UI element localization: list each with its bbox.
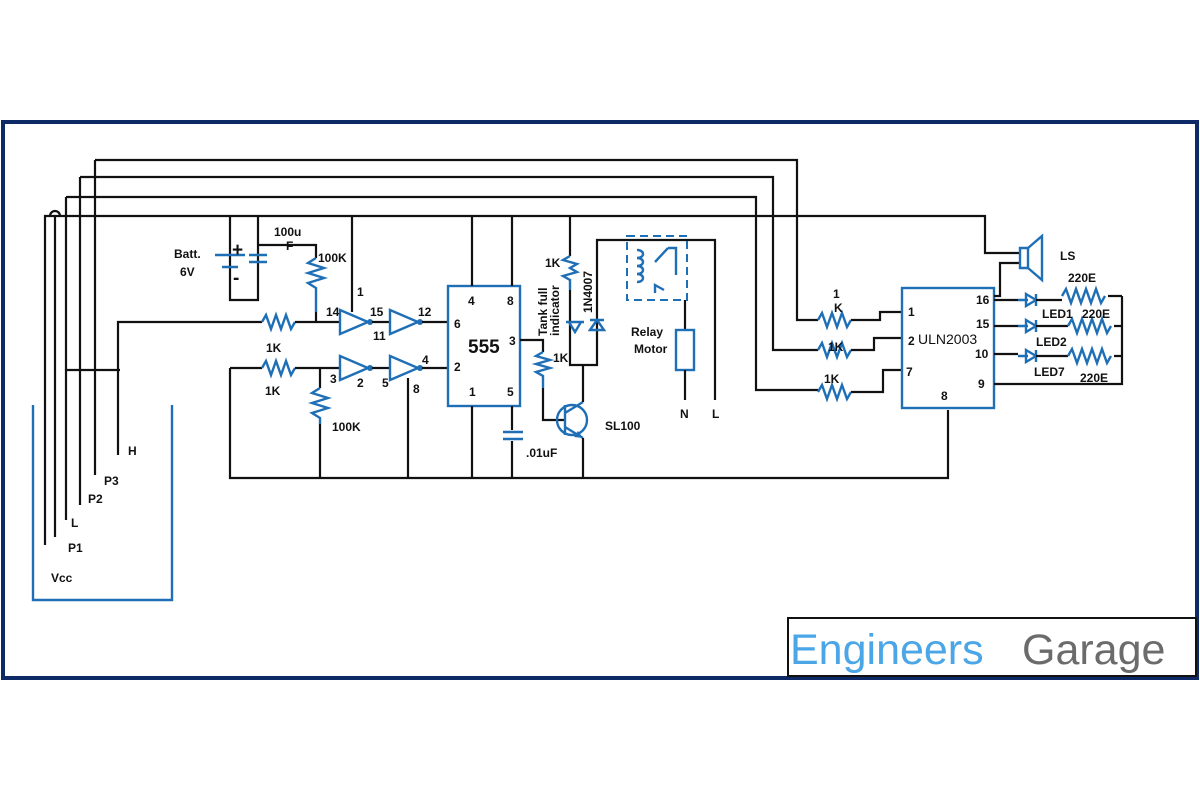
probe-h-label: H xyxy=(128,444,137,458)
motor-label: Motor xyxy=(634,342,668,356)
indicator-rbase-label: 1K xyxy=(553,351,569,365)
uln2003-chip xyxy=(900,286,996,410)
uln-pin15: 15 xyxy=(976,317,990,331)
indicator-text: Tank full indicator xyxy=(536,285,562,336)
led2-label: LED2 xyxy=(1036,335,1067,349)
probe-wires xyxy=(43,158,1020,545)
pin3-inv: 3 xyxy=(330,372,337,386)
pin1-inv: 1 xyxy=(357,285,364,299)
r-100k-top-label: 100K xyxy=(318,251,347,265)
battery-plus: + xyxy=(232,240,243,261)
probe-p3-label: P3 xyxy=(104,474,119,488)
mains-l-label: L xyxy=(712,407,719,421)
probe-p2-label: P2 xyxy=(88,492,103,506)
indicator-driver xyxy=(520,216,717,478)
res-220e-1: 220E xyxy=(1068,271,1096,285)
uln-r2-label: 1K xyxy=(828,340,844,354)
uln-outputs xyxy=(994,233,1124,386)
speaker-label: LS xyxy=(1060,249,1075,263)
pin15: 15 xyxy=(370,305,384,319)
battery-label-1: Batt. xyxy=(174,247,201,261)
pin11: 11 xyxy=(373,329,386,343)
battery xyxy=(215,216,267,302)
battery-label-2: 6V xyxy=(180,265,195,279)
led1-label: LED1 xyxy=(1042,307,1073,321)
logo-part-2: Garage xyxy=(1022,626,1165,674)
uln-r1-label-a: 1 xyxy=(833,287,840,301)
engineers-garage-logo: Engineers Garage xyxy=(787,617,1197,677)
indicator-r-label: 1K xyxy=(545,256,561,270)
transistor-label: SL100 xyxy=(605,419,641,433)
battery-minus: - xyxy=(233,268,239,289)
timer-name: 555 xyxy=(468,337,500,358)
uln-r3-label: 1K xyxy=(824,372,840,386)
water-tank xyxy=(31,405,174,602)
cap-100u-label-1: 100u xyxy=(274,225,301,239)
uln-r1-label-b: K xyxy=(834,301,843,315)
uln-pin1: 1 xyxy=(908,305,915,319)
timer-pin4: 4 xyxy=(468,294,475,308)
timer-555 xyxy=(446,216,523,478)
timer-pin8: 8 xyxy=(507,294,514,308)
indicator-text-2: indicator xyxy=(548,285,562,336)
relay-label: Relay xyxy=(631,325,663,339)
r-1k-bot-label: 1K xyxy=(265,384,281,398)
pin8-inv: 8 xyxy=(413,382,420,396)
uln-name: ULN2003 xyxy=(918,331,977,347)
probe-p1-label: P1 xyxy=(68,541,83,555)
pin12: 12 xyxy=(418,305,432,319)
r-1k-mid-label: 1K xyxy=(266,341,282,355)
res-220e-2: 220E xyxy=(1082,307,1110,321)
diode-label: 1N4007 xyxy=(581,271,595,313)
probe-vcc-label: Vcc xyxy=(51,571,73,585)
logo-part-1: Engineers xyxy=(790,626,984,674)
probe-l-label: L xyxy=(71,516,78,530)
uln-pin9: 9 xyxy=(978,377,985,391)
indicator-text-1: Tank full xyxy=(536,288,550,336)
uln-pin2: 2 xyxy=(908,334,915,348)
timer-pin5: 5 xyxy=(507,385,514,399)
timer-pin3: 3 xyxy=(509,334,516,348)
led7-label: LED7 xyxy=(1034,365,1065,379)
uln-pin7: 7 xyxy=(906,365,913,379)
pin5-inv: 5 xyxy=(382,376,389,390)
mains-n-label: N xyxy=(680,407,689,421)
timer-pin2: 2 xyxy=(454,360,461,374)
res-220e-3: 220E xyxy=(1080,371,1108,385)
frame-border xyxy=(1,120,1199,680)
pin14: 14 xyxy=(326,305,340,319)
relay xyxy=(626,235,696,400)
timer-pin6: 6 xyxy=(454,317,461,331)
timer-pin1: 1 xyxy=(469,385,476,399)
pin4-inv: 4 xyxy=(422,353,429,367)
r-100k-bot-label: 100K xyxy=(332,420,361,434)
inverter-wiring xyxy=(228,216,950,480)
uln-pin8: 8 xyxy=(941,389,948,403)
uln-pin16: 16 xyxy=(976,293,990,307)
timer-cap-label: .01uF xyxy=(526,446,557,460)
pin2-inv: 2 xyxy=(357,376,364,390)
uln-pin10: 10 xyxy=(975,347,989,361)
uln-input-resistors xyxy=(816,309,902,403)
